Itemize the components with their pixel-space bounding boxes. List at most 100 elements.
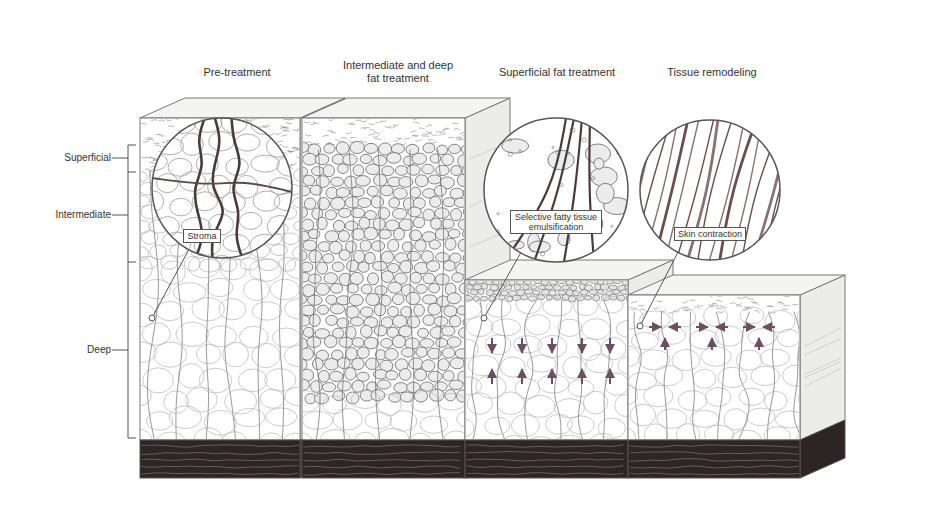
tissue-texture — [303, 186, 310, 196]
tissue-texture — [676, 424, 699, 439]
tissue-texture — [315, 154, 329, 165]
tissue-texture — [141, 157, 147, 159]
tissue-texture — [155, 432, 187, 439]
tissue-texture — [375, 138, 381, 140]
tissue-texture — [286, 123, 292, 124]
tissue-texture — [413, 122, 419, 124]
tissue-texture — [426, 133, 432, 134]
tissue-texture — [590, 281, 598, 283]
tissue-texture — [387, 153, 402, 164]
tissue-texture — [199, 259, 220, 272]
tissue-texture — [443, 198, 455, 207]
tissue-texture — [394, 228, 405, 240]
tissue-texture — [442, 348, 455, 359]
tissue-texture — [407, 316, 419, 328]
magnifier-circle — [152, 178, 292, 192]
tissue-block — [804, 358, 841, 374]
magnifier-circle — [592, 177, 595, 180]
tissue-texture — [655, 365, 683, 385]
tissue-texture — [381, 185, 394, 196]
tissue-block — [467, 459, 623, 461]
tissue-texture — [443, 371, 454, 382]
tissue-texture — [309, 314, 320, 326]
stage-heading: Intermediate and deep fat treatment — [338, 59, 458, 85]
tissue-texture — [463, 317, 464, 328]
tissue-texture — [358, 262, 369, 272]
tissue-texture — [466, 299, 481, 319]
tissue-texture — [629, 296, 799, 439]
magnifier-circle — [168, 158, 192, 176]
layer-bracket — [112, 145, 136, 438]
tissue-texture — [440, 132, 446, 135]
magnifier-circle — [620, 115, 827, 329]
tissue-texture — [394, 139, 400, 142]
tissue-texture — [737, 298, 743, 299]
tissue-block — [628, 295, 800, 440]
tissue-texture — [435, 208, 449, 219]
magnifier-circle — [481, 315, 487, 321]
magnifier-circle — [497, 212, 499, 214]
tissue-texture — [454, 198, 464, 207]
tissue-texture — [311, 381, 323, 393]
tissue-texture — [600, 296, 624, 313]
tissue-texture — [669, 326, 681, 328]
tissue-texture — [438, 359, 449, 371]
magnifier-circle — [152, 118, 292, 258]
magnifier-circle — [564, 118, 582, 262]
tissue-block — [630, 445, 798, 447]
tissue-texture — [581, 338, 583, 353]
tissue-texture — [303, 207, 308, 219]
tissue-texture — [767, 312, 774, 439]
magnifier-circle — [611, 225, 613, 227]
tissue-texture — [297, 129, 299, 130]
tissue-block — [804, 362, 841, 378]
tissue-texture — [422, 295, 437, 304]
tissue-texture — [352, 338, 364, 347]
tissue-texture — [335, 139, 341, 141]
tissue-texture — [798, 389, 799, 408]
tissue-texture — [427, 261, 440, 272]
tissue-texture — [551, 338, 553, 353]
tissue-texture — [326, 315, 338, 325]
tissue-block — [630, 459, 798, 461]
tissue-texture — [411, 391, 439, 412]
tissue-texture — [407, 251, 420, 261]
tissue-texture — [392, 335, 405, 348]
magnifier-circle — [485, 253, 520, 316]
tissue-texture — [609, 338, 611, 353]
tissue-texture — [285, 258, 299, 279]
tissue-texture — [525, 315, 550, 335]
tissue-texture — [282, 433, 299, 439]
tissue-texture — [413, 217, 425, 228]
tissue-texture — [497, 300, 505, 439]
tissue-texture — [460, 133, 464, 135]
tissue-texture — [284, 130, 290, 131]
tissue-texture — [303, 167, 308, 176]
tissue-texture — [346, 132, 352, 134]
tissue-texture — [739, 312, 750, 439]
tissue-texture — [622, 439, 627, 440]
tissue-texture — [718, 311, 724, 313]
tissue-texture — [323, 254, 334, 263]
tissue-texture — [792, 304, 798, 305]
magnifier-circle — [519, 150, 522, 153]
tissue-texture — [333, 408, 362, 430]
tissue-texture — [364, 337, 378, 348]
tissue-texture — [350, 317, 363, 326]
tissue-texture — [730, 303, 736, 304]
layer-label: Superficial — [41, 152, 111, 164]
tissue-texture — [534, 281, 542, 284]
magnifier-circle — [599, 123, 604, 128]
tissue-texture — [249, 259, 281, 282]
tissue-texture — [478, 289, 484, 295]
magnifier-circle — [568, 152, 570, 154]
magnifier-circle — [548, 150, 574, 170]
tissue-texture — [578, 300, 583, 439]
tissue-texture — [421, 134, 427, 136]
tissue-texture — [288, 119, 294, 120]
tissue-texture — [395, 166, 408, 176]
tissue-texture — [429, 283, 440, 293]
tissue-texture — [452, 123, 458, 125]
tissue-texture — [320, 430, 350, 439]
